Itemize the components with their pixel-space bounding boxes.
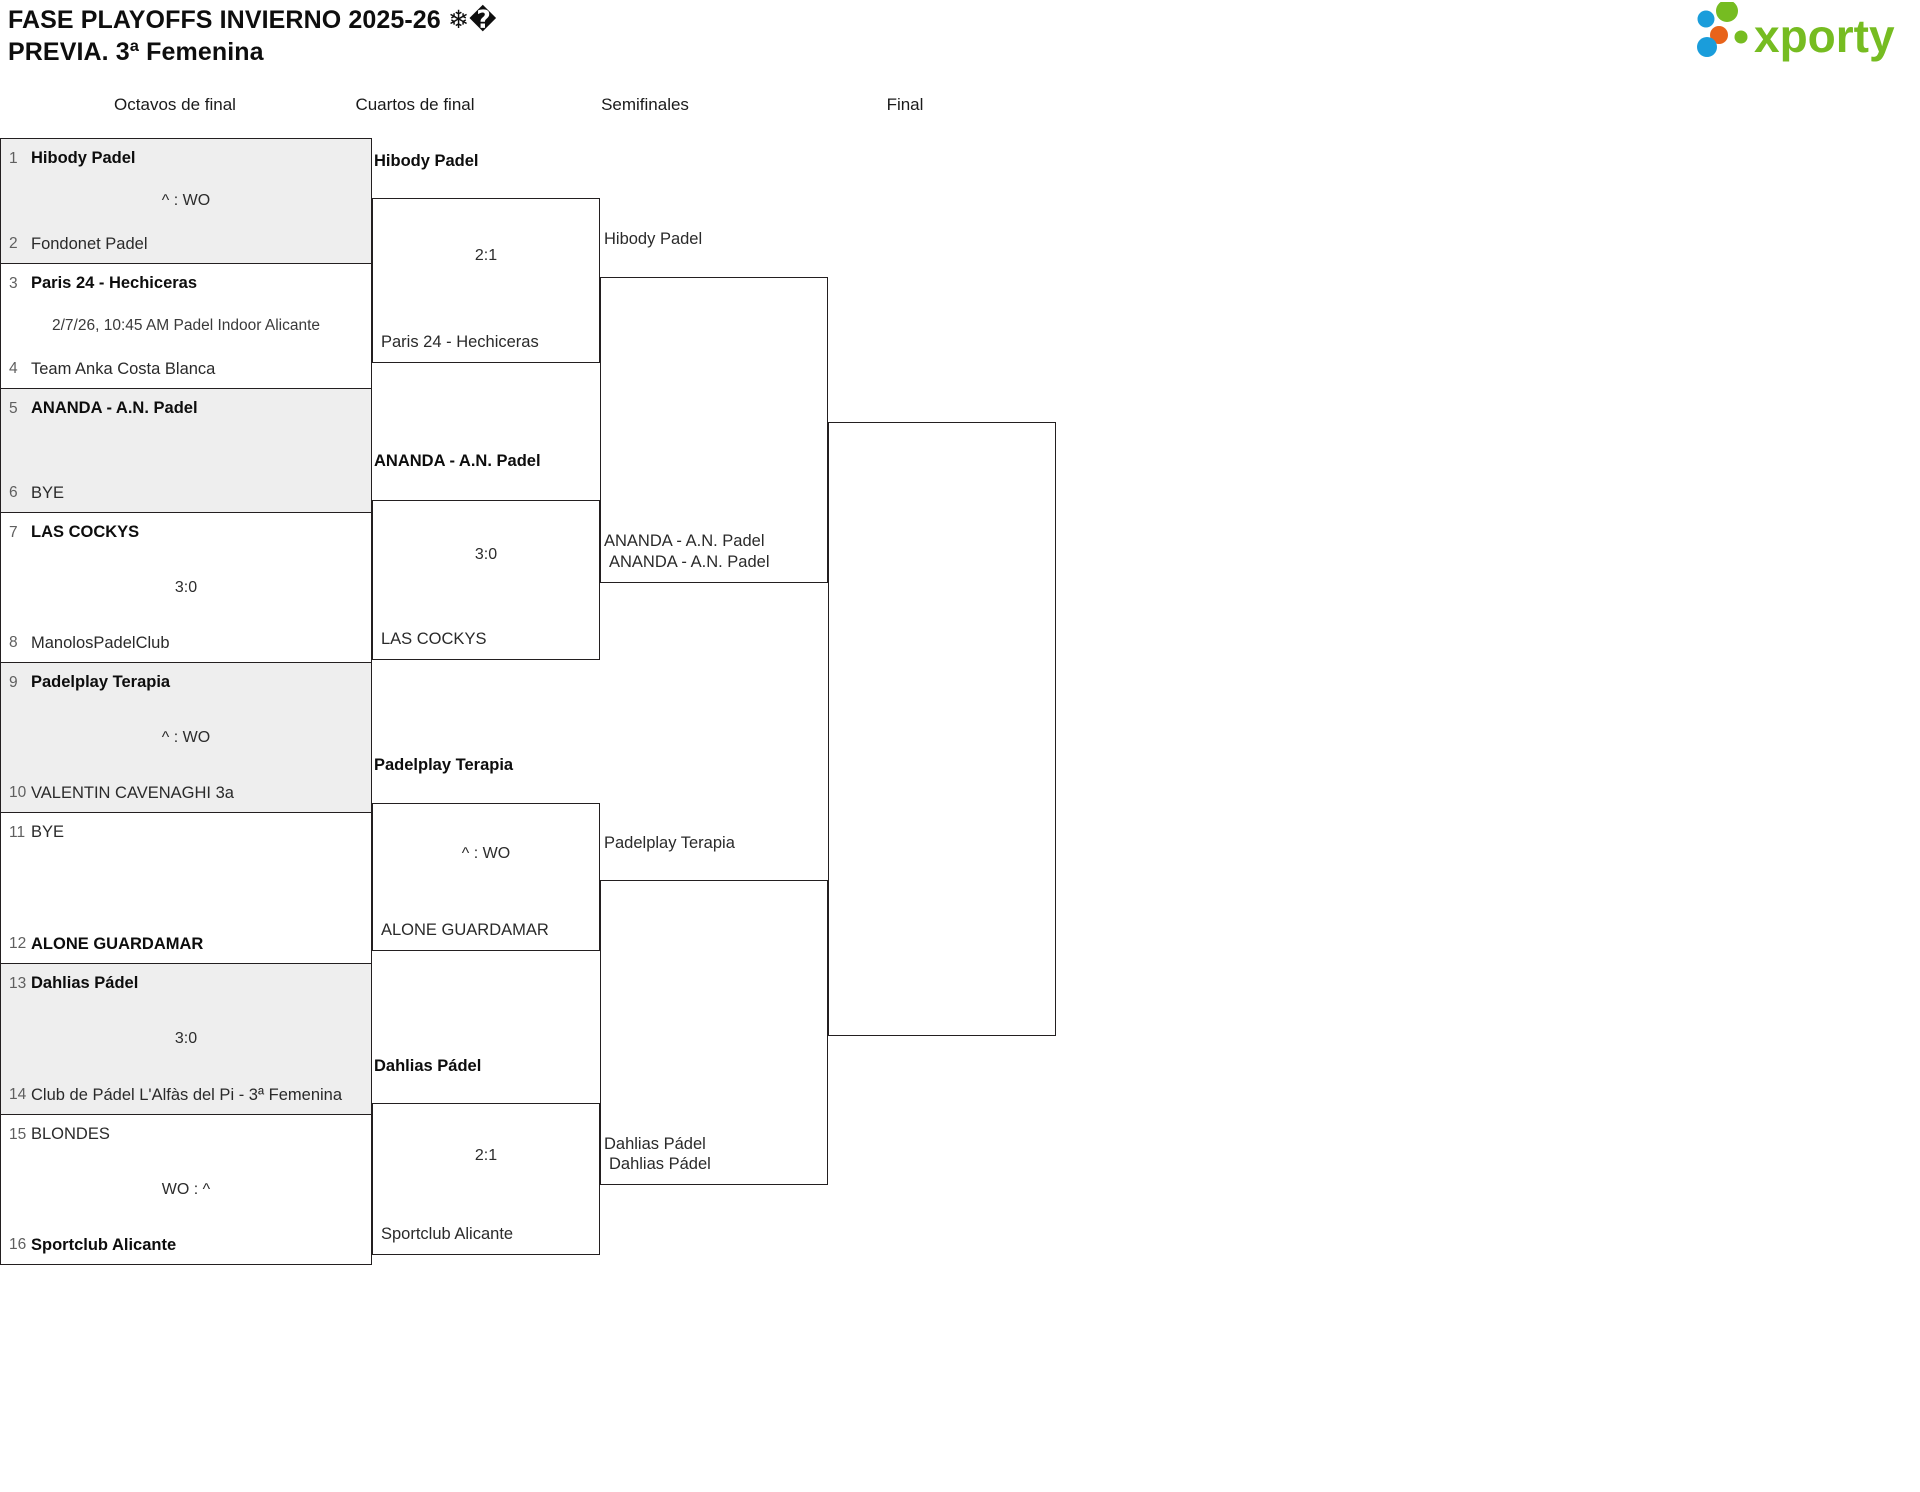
- seed-number: 13: [9, 974, 27, 992]
- svg-text:xporty: xporty: [1754, 10, 1895, 62]
- qf-match-1-winner-label: Hibody Padel: [374, 152, 479, 170]
- seed-number: 11: [9, 823, 26, 841]
- round-header-octavos: Octavos de final: [114, 95, 236, 114]
- qf-match-1-lower-player: Paris 24 - Hechiceras: [381, 333, 539, 351]
- r16-match-2[interactable]: 3 Paris 24 - Hechiceras 2/7/26, 10:45 AM…: [0, 263, 372, 388]
- player-name: ANANDA - A.N. Padel: [31, 399, 198, 417]
- tournament-title-line-2: PREVIA. 3ª Femenina: [8, 38, 264, 66]
- seed-number: 12: [9, 935, 27, 953]
- player-name: Dahlias Pádel: [31, 974, 139, 992]
- player-name: Paris 24 - Hechiceras: [31, 274, 198, 292]
- round-of-16-column: 1 Hibody Padel ^ : WO 2 Fondonet Padel 3…: [0, 138, 372, 1265]
- player-name: ManolosPadelClub: [31, 633, 170, 652]
- qf-match-2-box[interactable]: 3:0 LAS COCKYS: [372, 500, 600, 660]
- r16-match-4-bottom-player: 8 ManolosPadelClub: [1, 634, 371, 652]
- r16-match-8-score: WO : ^: [161, 1180, 211, 1198]
- qf-match-3-box[interactable]: ^ : WO ALONE GUARDAMAR: [372, 803, 600, 951]
- player-name: Sportclub Alicante: [31, 1235, 177, 1254]
- qf-match-4-box[interactable]: 2:1 Sportclub Alicante: [372, 1103, 600, 1255]
- player-name: Hibody Padel: [31, 149, 136, 167]
- qf-match-2-lower-player: LAS COCKYS: [381, 630, 487, 648]
- player-name: LAS COCKYS: [31, 523, 140, 541]
- page-title: FASE PLAYOFFS INVIERNO 2025-26 ❄� PREVIA…: [8, 4, 1108, 68]
- r16-match-3-bottom-player: 6 BYE: [1, 484, 371, 502]
- r16-match-4[interactable]: 7 LAS COCKYS 3:0 8 ManolosPadelClub: [0, 512, 372, 662]
- sf-match-2-lower-player: Dahlias Pádel: [609, 1155, 711, 1173]
- r16-match-7[interactable]: 13 Dahlias Pádel 3:0 14 Club de Pádel L'…: [0, 963, 372, 1114]
- r16-match-2-schedule: 2/7/26, 10:45 AM Padel Indoor Alicante: [52, 317, 320, 334]
- seed-number: 8: [9, 634, 18, 652]
- r16-match-4-score: 3:0: [174, 578, 198, 596]
- xporty-logo-icon: xporty: [1697, 2, 1895, 62]
- player-name: BLONDES: [31, 1125, 110, 1143]
- r16-match-8-bottom-player: 16 Sportclub Alicante: [1, 1236, 371, 1254]
- qf-match-3-score: ^ : WO: [461, 845, 511, 862]
- r16-match-2-top-player: 3 Paris 24 - Hechiceras: [1, 274, 371, 292]
- player-name: Team Anka Costa Blanca: [31, 359, 216, 378]
- player-name: VALENTIN CAVENAGHI 3a: [31, 783, 234, 802]
- seed-number: 15: [9, 1125, 27, 1143]
- r16-match-5[interactable]: 9 Padelplay Terapia ^ : WO 10 VALENTIN C…: [0, 662, 372, 812]
- seed-number: 4: [9, 360, 18, 378]
- player-name: BYE: [31, 823, 65, 841]
- r16-match-1-score: ^ : WO: [161, 192, 211, 209]
- seed-number: 5: [9, 399, 18, 417]
- qf-match-3-winner-label: Padelplay Terapia: [374, 756, 514, 774]
- qf-match-4-lower-player: Sportclub Alicante: [381, 1225, 514, 1243]
- player-name: BYE: [31, 483, 65, 502]
- r16-match-8-top-player: 15 BLONDES: [1, 1125, 371, 1143]
- r16-match-6-top-player: 11 BYE: [1, 823, 371, 841]
- r16-match-5-top-player: 9 Padelplay Terapia: [1, 673, 371, 691]
- qf-match-1-advancing-team: Hibody Padel: [604, 230, 703, 248]
- qf-match-1-box[interactable]: 2:1 Paris 24 - Hechiceras: [372, 198, 600, 363]
- r16-match-1-bottom-player: 2 Fondonet Padel: [1, 235, 371, 253]
- player-name: Fondonet Padel: [31, 234, 148, 253]
- sf-match-1-lower-player: ANANDA - A.N. Padel: [609, 553, 770, 571]
- seed-number: 7: [9, 523, 18, 541]
- seed-number: 6: [9, 484, 18, 502]
- r16-match-5-bottom-player: 10 VALENTIN CAVENAGHI 3a: [1, 784, 371, 802]
- player-name: Club de Pádel L'Alfàs del Pi - 3ª Femeni…: [31, 1085, 343, 1104]
- qf-match-2-advancing-team: ANANDA - A.N. Padel: [604, 532, 765, 550]
- r16-match-6[interactable]: 11 BYE 12 ALONE GUARDAMAR: [0, 812, 372, 963]
- round-header-final: Final: [886, 95, 924, 114]
- seed-number: 2: [9, 235, 18, 253]
- qf-match-4-advancing-team: Dahlias Pádel: [604, 1135, 706, 1153]
- seed-number: 14: [9, 1086, 27, 1104]
- r16-match-1[interactable]: 1 Hibody Padel ^ : WO 2 Fondonet Padel: [0, 138, 372, 263]
- r16-match-5-score: ^ : WO: [161, 728, 211, 746]
- seed-number: 9: [9, 673, 18, 691]
- qf-match-4-winner-label: Dahlias Pádel: [374, 1057, 482, 1075]
- tournament-title-line-1: FASE PLAYOFFS INVIERNO 2025-26 ❄�: [8, 6, 497, 34]
- qf-match-3-lower-player: ALONE GUARDAMAR: [381, 921, 549, 939]
- r16-match-8[interactable]: 15 BLONDES WO : ^ 16 Sportclub Alicante: [0, 1114, 372, 1265]
- qf-match-1-score: 2:1: [474, 247, 498, 264]
- qf-match-2-winner-label: ANANDA - A.N. Padel: [374, 452, 541, 470]
- round-header-cuartos: Cuartos de final: [355, 95, 475, 114]
- seed-number: 10: [9, 784, 27, 802]
- r16-match-3-top-player: 5 ANANDA - A.N. Padel: [1, 399, 371, 417]
- seed-number: 1: [9, 149, 18, 167]
- player-name: ALONE GUARDAMAR: [31, 934, 204, 953]
- r16-match-6-bottom-player: 12 ALONE GUARDAMAR: [1, 935, 371, 953]
- r16-match-7-score: 3:0: [174, 1030, 198, 1047]
- r16-match-7-bottom-player: 14 Club de Pádel L'Alfàs del Pi - 3ª Fem…: [1, 1086, 371, 1104]
- round-header-semifinales: Semifinales: [601, 95, 689, 114]
- r16-match-7-top-player: 13 Dahlias Pádel: [1, 974, 371, 992]
- seed-number: 3: [9, 274, 18, 292]
- sf-match-1-box[interactable]: ANANDA - A.N. Padel: [600, 277, 828, 583]
- qf-match-4-score: 2:1: [474, 1147, 498, 1164]
- sf-match-2-box[interactable]: Dahlias Pádel: [600, 880, 828, 1185]
- qf-match-2-score: 3:0: [474, 546, 498, 563]
- r16-match-3[interactable]: 5 ANANDA - A.N. Padel 6 BYE: [0, 388, 372, 512]
- player-name: Padelplay Terapia: [31, 673, 171, 691]
- r16-match-1-top-player: 1 Hibody Padel: [1, 149, 371, 167]
- xporty-logo[interactable]: xporty: [1694, 2, 1906, 64]
- seed-number: 16: [9, 1236, 27, 1254]
- r16-match-4-top-player: 7 LAS COCKYS: [1, 523, 371, 541]
- r16-match-2-bottom-player: 4 Team Anka Costa Blanca: [1, 360, 371, 378]
- qf-match-3-advancing-team: Padelplay Terapia: [604, 834, 735, 852]
- final-match-box[interactable]: [828, 422, 1056, 1036]
